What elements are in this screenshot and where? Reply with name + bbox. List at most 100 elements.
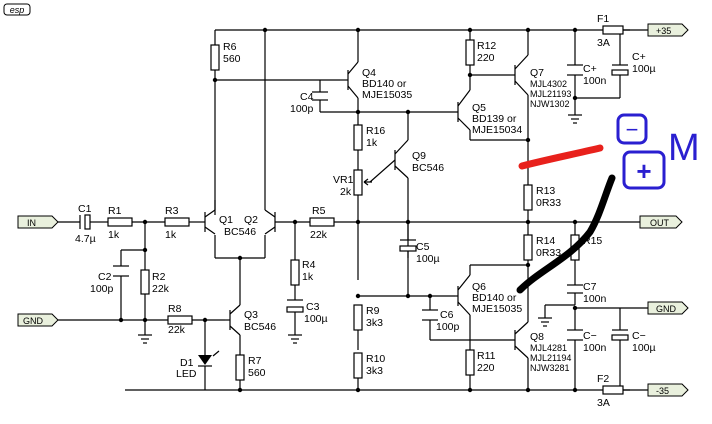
ground-icon bbox=[138, 334, 152, 344]
q7-line3: NJW1302 bbox=[530, 99, 570, 109]
f1-body bbox=[602, 25, 624, 35]
r2-label: R2 bbox=[152, 271, 166, 283]
r3-value: 1k bbox=[165, 229, 177, 241]
r4-label: R4 bbox=[302, 259, 316, 271]
logo-text: esp bbox=[10, 5, 25, 15]
r3-label: R3 bbox=[165, 205, 179, 217]
r5-label: R5 bbox=[312, 205, 326, 217]
q7-line1: MJL4302 bbox=[530, 79, 567, 89]
q6-line2: MJE15035 bbox=[472, 303, 522, 315]
d1-type: LED bbox=[176, 368, 197, 380]
c6-label: C6 bbox=[440, 309, 454, 321]
transistors bbox=[198, 54, 529, 370]
vr1-wiper-icon bbox=[363, 178, 372, 186]
c7-value: 100n bbox=[583, 293, 607, 305]
cm2-value: 100µ bbox=[632, 342, 656, 354]
r3-body bbox=[164, 217, 190, 227]
port-gnd-in: GND bbox=[17, 313, 59, 327]
q8-line1: MJL4281 bbox=[530, 343, 567, 353]
q3-type: BC546 bbox=[244, 321, 276, 333]
cm1-label: C− bbox=[583, 330, 597, 342]
r10-value: 3k3 bbox=[366, 365, 383, 377]
r13-label: R13 bbox=[536, 185, 555, 197]
q4-line1: BD140 or bbox=[362, 78, 407, 90]
q7-line2: MJL21193 bbox=[530, 89, 571, 99]
c1-label: C1 bbox=[78, 203, 92, 215]
ground-icon bbox=[568, 114, 582, 124]
c4-value: 100p bbox=[290, 103, 314, 115]
svg-text:OUT: OUT bbox=[650, 218, 670, 228]
r8-body bbox=[167, 315, 193, 325]
minus-annotation-text: − bbox=[626, 117, 639, 142]
r5-body bbox=[309, 217, 335, 227]
ground-icon bbox=[288, 334, 302, 344]
q9-transistor-icon bbox=[394, 139, 409, 179]
port-out: OUT bbox=[639, 215, 683, 229]
svg-text:+35: +35 bbox=[656, 26, 671, 36]
cm2-label: C− bbox=[632, 330, 646, 342]
r1-label: R1 bbox=[108, 205, 122, 217]
c2-label: C2 bbox=[98, 271, 112, 283]
q7-label: Q7 bbox=[530, 67, 544, 79]
r7-label: R7 bbox=[248, 355, 262, 367]
r8-value: 22k bbox=[168, 324, 186, 336]
q5-label: Q5 bbox=[472, 102, 486, 114]
vr1-body bbox=[353, 169, 363, 196]
handwritten-annotations: − + M bbox=[516, 113, 700, 294]
cp1-value: 100n bbox=[583, 75, 607, 87]
r9-label: R9 bbox=[366, 305, 380, 317]
r14-body bbox=[523, 234, 533, 261]
q9-label: Q9 bbox=[412, 150, 426, 162]
r6-value: 560 bbox=[223, 53, 241, 65]
svg-text:GND: GND bbox=[23, 316, 44, 326]
r7-value: 560 bbox=[248, 367, 266, 379]
black-marker-stroke bbox=[516, 174, 616, 294]
svg-text:GND: GND bbox=[656, 304, 677, 314]
c7-label: C7 bbox=[583, 281, 597, 293]
q5-line1: BD139 or bbox=[472, 113, 517, 125]
vr1-label: VR1 bbox=[333, 174, 354, 186]
r12-label: R12 bbox=[477, 40, 496, 52]
q3-label: Q3 bbox=[244, 309, 258, 321]
q1q2-type: BC546 bbox=[224, 226, 256, 238]
r12-value: 220 bbox=[477, 52, 495, 64]
q4-line2: MJE15035 bbox=[362, 89, 412, 101]
q6-label: Q6 bbox=[472, 281, 486, 293]
r13-body bbox=[523, 184, 533, 211]
r10-label: R10 bbox=[366, 353, 385, 365]
q2-label: Q2 bbox=[244, 214, 258, 226]
f2-body bbox=[602, 385, 624, 395]
junctions bbox=[118, 27, 578, 393]
q8-line3: NJW3281 bbox=[530, 363, 570, 373]
f1-value: 3A bbox=[597, 37, 610, 49]
c3-value: 100µ bbox=[304, 313, 328, 325]
q8-label: Q8 bbox=[530, 331, 544, 343]
q1-label: Q1 bbox=[219, 214, 233, 226]
c2-value: 100p bbox=[90, 283, 114, 295]
q6-line1: BD140 or bbox=[472, 292, 517, 304]
r6-body bbox=[210, 44, 220, 71]
r1-body bbox=[107, 217, 133, 227]
q5-transistor-icon bbox=[440, 89, 471, 131]
port-vneg: -35 bbox=[647, 383, 689, 397]
vr1-value: 2k bbox=[340, 186, 352, 198]
cp1-label: C+ bbox=[583, 63, 597, 75]
r4-body bbox=[290, 259, 300, 286]
r6-label: R6 bbox=[223, 41, 237, 53]
port-vpos: +35 bbox=[647, 23, 689, 37]
r11-label: R11 bbox=[477, 350, 496, 362]
plus-annotation-box: + bbox=[622, 150, 666, 190]
svg-text:IN: IN bbox=[27, 218, 36, 228]
q5-line2: MJE15034 bbox=[472, 124, 522, 136]
r8-label: R8 bbox=[168, 303, 182, 315]
q4-label: Q4 bbox=[362, 67, 376, 79]
r14-value: 0R33 bbox=[536, 247, 561, 259]
r10-body bbox=[353, 352, 363, 379]
wires bbox=[58, 29, 648, 391]
q2-transistor-icon bbox=[264, 209, 276, 235]
svg-text:-35: -35 bbox=[656, 386, 669, 396]
d1-label: D1 bbox=[180, 357, 194, 369]
r16-body bbox=[353, 124, 363, 151]
cp2-label: C+ bbox=[632, 51, 646, 63]
